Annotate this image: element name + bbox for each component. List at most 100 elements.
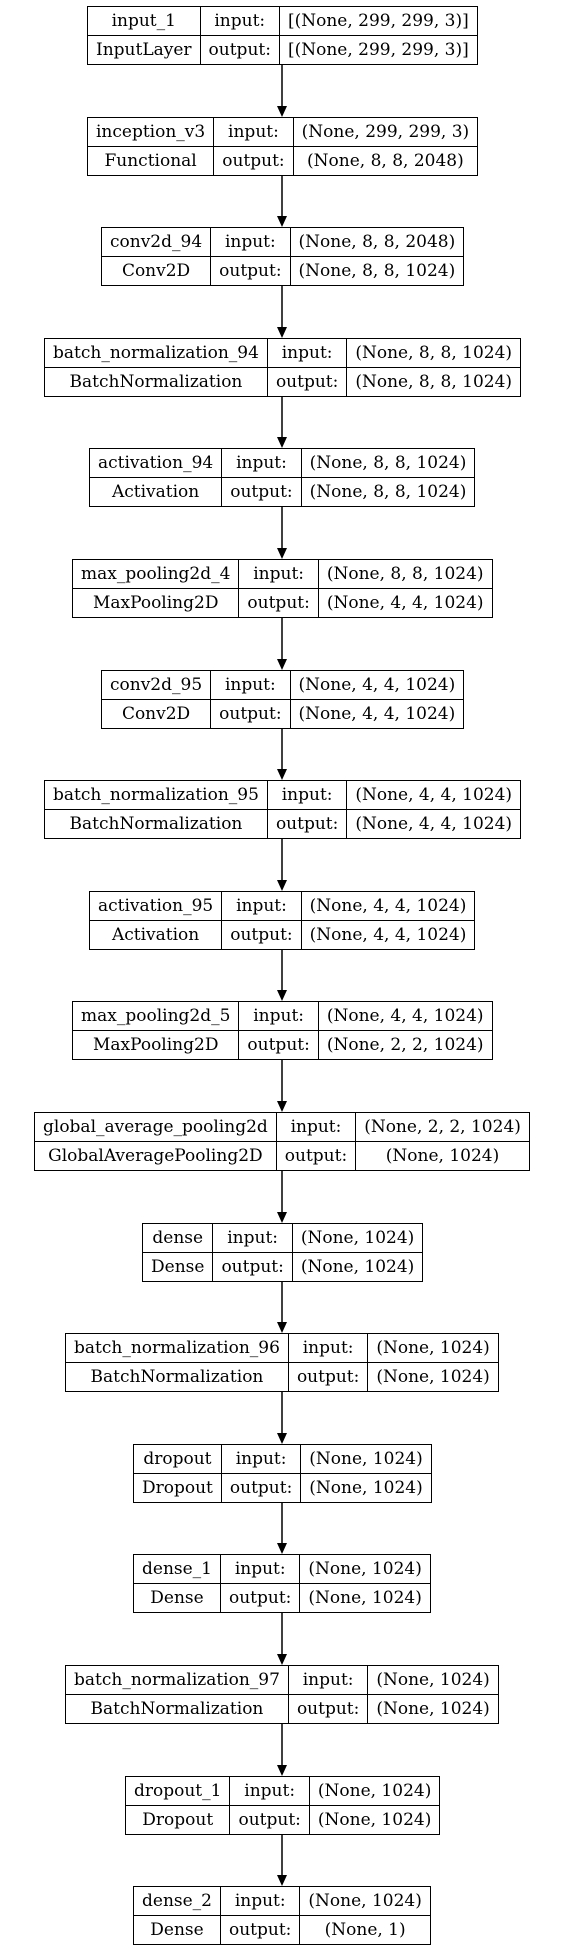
output-label: output: (221, 477, 302, 508)
layer-name: batch_normalization_96 (65, 1333, 289, 1364)
layer-name: dense_2 (133, 1886, 221, 1917)
arrowhead (277, 990, 287, 1001)
layer-name: max_pooling2d_4 (71, 559, 240, 589)
edge-arrow (277, 507, 287, 559)
output-shape: (None, 1) (299, 1915, 431, 1946)
output-shape: (None, 4, 4, 1024) (289, 698, 465, 729)
layer-type: Functional (86, 145, 215, 176)
edge-arrow (277, 729, 287, 780)
edge-arrow (277, 1613, 287, 1665)
output-label: output: (266, 809, 348, 840)
input-label: input: (210, 227, 291, 258)
input-label: input: (238, 1001, 319, 1032)
edge-arrow (277, 950, 287, 1001)
output-label: output: (210, 698, 291, 729)
input-shape: (None, 2, 2, 1024) (355, 1112, 530, 1142)
arrowhead (277, 106, 287, 117)
output-label: output: (210, 256, 291, 287)
layer-name: batch_normalization_95 (44, 780, 268, 811)
output-shape: (None, 1024) (300, 1472, 432, 1503)
output-shape: (None, 8, 8, 1024) (300, 477, 476, 508)
input-shape: (None, 1024) (308, 1775, 441, 1806)
input-label: input: (199, 6, 280, 36)
layer-name: conv2d_94 (100, 227, 212, 258)
layer-type: Dense (141, 1251, 214, 1282)
output-label: output: (220, 1472, 302, 1503)
input-shape: (None, 1024) (291, 1222, 424, 1253)
input-label: input: (266, 337, 348, 368)
layer-type: Dropout (124, 1804, 231, 1835)
layer-type: Conv2D (100, 256, 212, 287)
input-label: input: (210, 669, 291, 700)
layer-name: dense_1 (133, 1554, 221, 1585)
input-shape: (None, 1024) (299, 1886, 431, 1917)
input-label: input: (275, 1112, 357, 1142)
arrowhead (277, 1322, 287, 1333)
input-shape: (None, 4, 4, 1024) (317, 1001, 493, 1032)
input-label: input: (219, 1886, 301, 1917)
input-label: input: (212, 1222, 293, 1253)
input-shape: (None, 1024) (299, 1554, 431, 1585)
layer-name: global_average_pooling2d (34, 1112, 277, 1142)
edge-arrow (277, 1171, 287, 1223)
output-label: output: (229, 1804, 310, 1835)
arrowhead (277, 1654, 287, 1665)
layer-name: max_pooling2d_5 (71, 1001, 240, 1032)
arrowhead (277, 327, 287, 338)
output-label: output: (238, 1030, 319, 1061)
edge-arrow (277, 65, 287, 117)
layer-type: BatchNormalization (65, 1694, 289, 1724)
input-label: input: (287, 1333, 369, 1364)
input-label: input: (266, 780, 348, 811)
layer-type: BatchNormalization (44, 809, 268, 840)
layer-type: Activation (88, 477, 223, 508)
input-shape: (None, 4, 4, 1024) (300, 890, 476, 921)
layer-name: dropout (133, 1443, 222, 1474)
layer-type: Dropout (133, 1472, 222, 1503)
layer-type: Dense (133, 1583, 221, 1614)
edge-arrow (277, 1282, 287, 1333)
output-shape: (None, 8, 8, 2048) (292, 145, 479, 176)
arrowhead (277, 1433, 287, 1444)
arrowhead (277, 1543, 287, 1554)
input-shape: (None, 299, 299, 3) (292, 116, 479, 147)
edge-arrow (277, 839, 287, 891)
edge-arrow (277, 176, 287, 227)
layer-type: BatchNormalization (65, 1362, 289, 1393)
layer-name: input_1 (87, 6, 201, 36)
input-shape: (None, 1024) (300, 1443, 432, 1474)
arrowhead (277, 1212, 287, 1223)
layer-name: dropout_1 (124, 1775, 231, 1806)
output-shape: (None, 1024) (367, 1694, 499, 1724)
layer-name: activation_95 (88, 890, 223, 921)
input-shape: (None, 8, 8, 1024) (300, 448, 476, 479)
input-label: input: (221, 448, 302, 479)
layer-type: MaxPooling2D (71, 1030, 240, 1061)
layer-name: inception_v3 (86, 116, 215, 147)
layer-type: BatchNormalization (44, 366, 268, 397)
output-shape: [(None, 299, 299, 3)] (278, 35, 478, 65)
